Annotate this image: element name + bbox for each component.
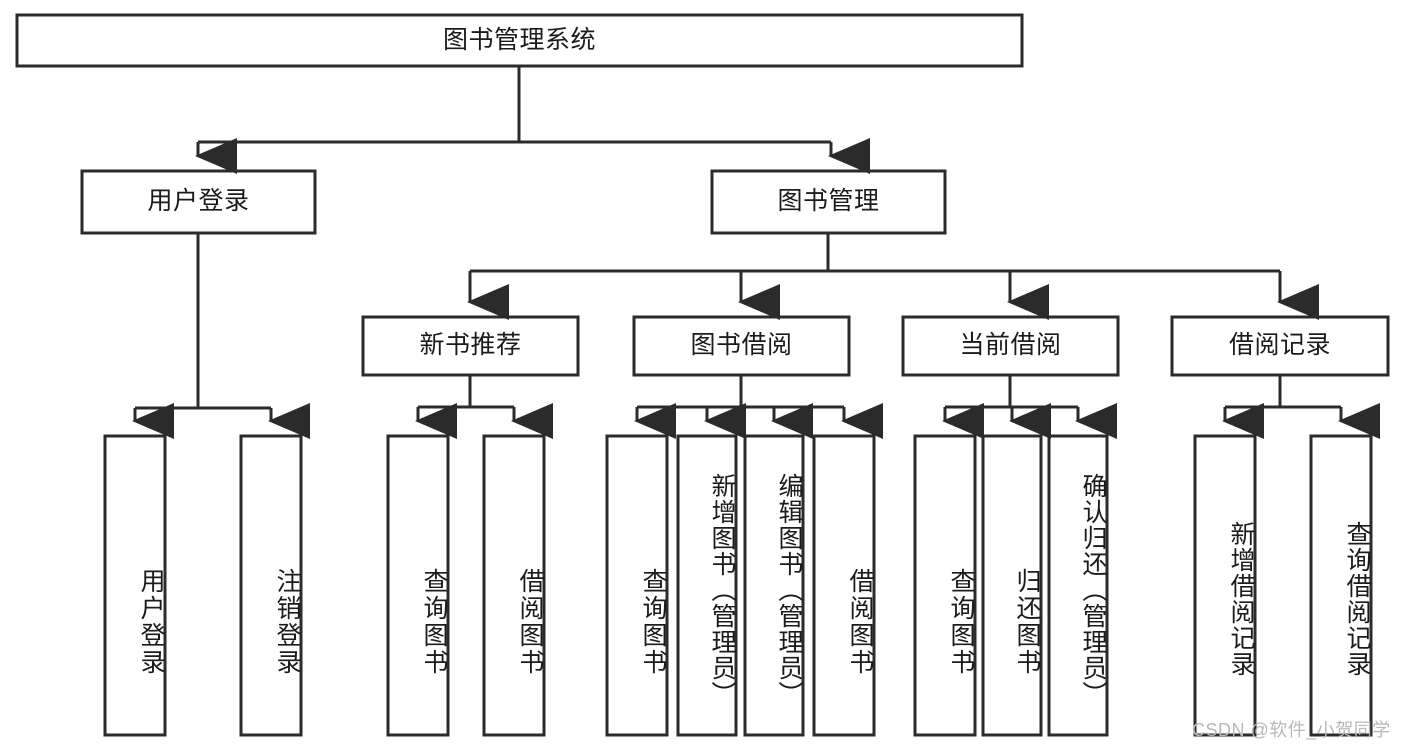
node-box-leaf-book-borrow-1[interactable] [676, 434, 738, 737]
node-box-leaf-current-borrow-2[interactable] [1047, 434, 1109, 737]
node-box-leaf-new-book-1[interactable] [482, 434, 546, 737]
node-box-leaf-book-borrow-3[interactable] [812, 434, 876, 737]
hit-book-borrow[interactable] [634, 317, 849, 375]
node-box-leaf-borrow-record-1[interactable] [1309, 434, 1373, 737]
node-box-leaf-new-book-0[interactable] [386, 434, 450, 737]
hit-borrow-record[interactable] [1172, 317, 1388, 375]
hit-new-book-recommend[interactable] [363, 317, 578, 375]
node-box-leaf-current-borrow-1[interactable] [981, 434, 1043, 737]
csdn-watermark: CSDN @软件_小贺同学 [1192, 720, 1391, 740]
node-box-leaf-book-borrow-0[interactable] [605, 434, 669, 737]
node-box-leaf-current-borrow-0[interactable] [913, 434, 977, 737]
node-box-leaf-borrow-record-0[interactable] [1193, 434, 1257, 737]
hit-current-borrow[interactable] [903, 317, 1118, 375]
node-box-user-login[interactable] [80, 169, 317, 235]
node-box-new-book-recommend[interactable] [361, 315, 580, 377]
node-box-leaf-user-login-0[interactable] [103, 434, 167, 737]
node-box-root[interactable] [15, 13, 1024, 68]
node-box-leaf-book-borrow-2[interactable] [743, 434, 805, 737]
hit-root[interactable] [17, 15, 1022, 66]
node-box-current-borrow[interactable] [901, 315, 1120, 377]
node-box-leaf-user-login-1[interactable] [239, 434, 303, 737]
hit-book-management[interactable] [712, 171, 945, 233]
hit-user-login[interactable] [82, 171, 315, 233]
